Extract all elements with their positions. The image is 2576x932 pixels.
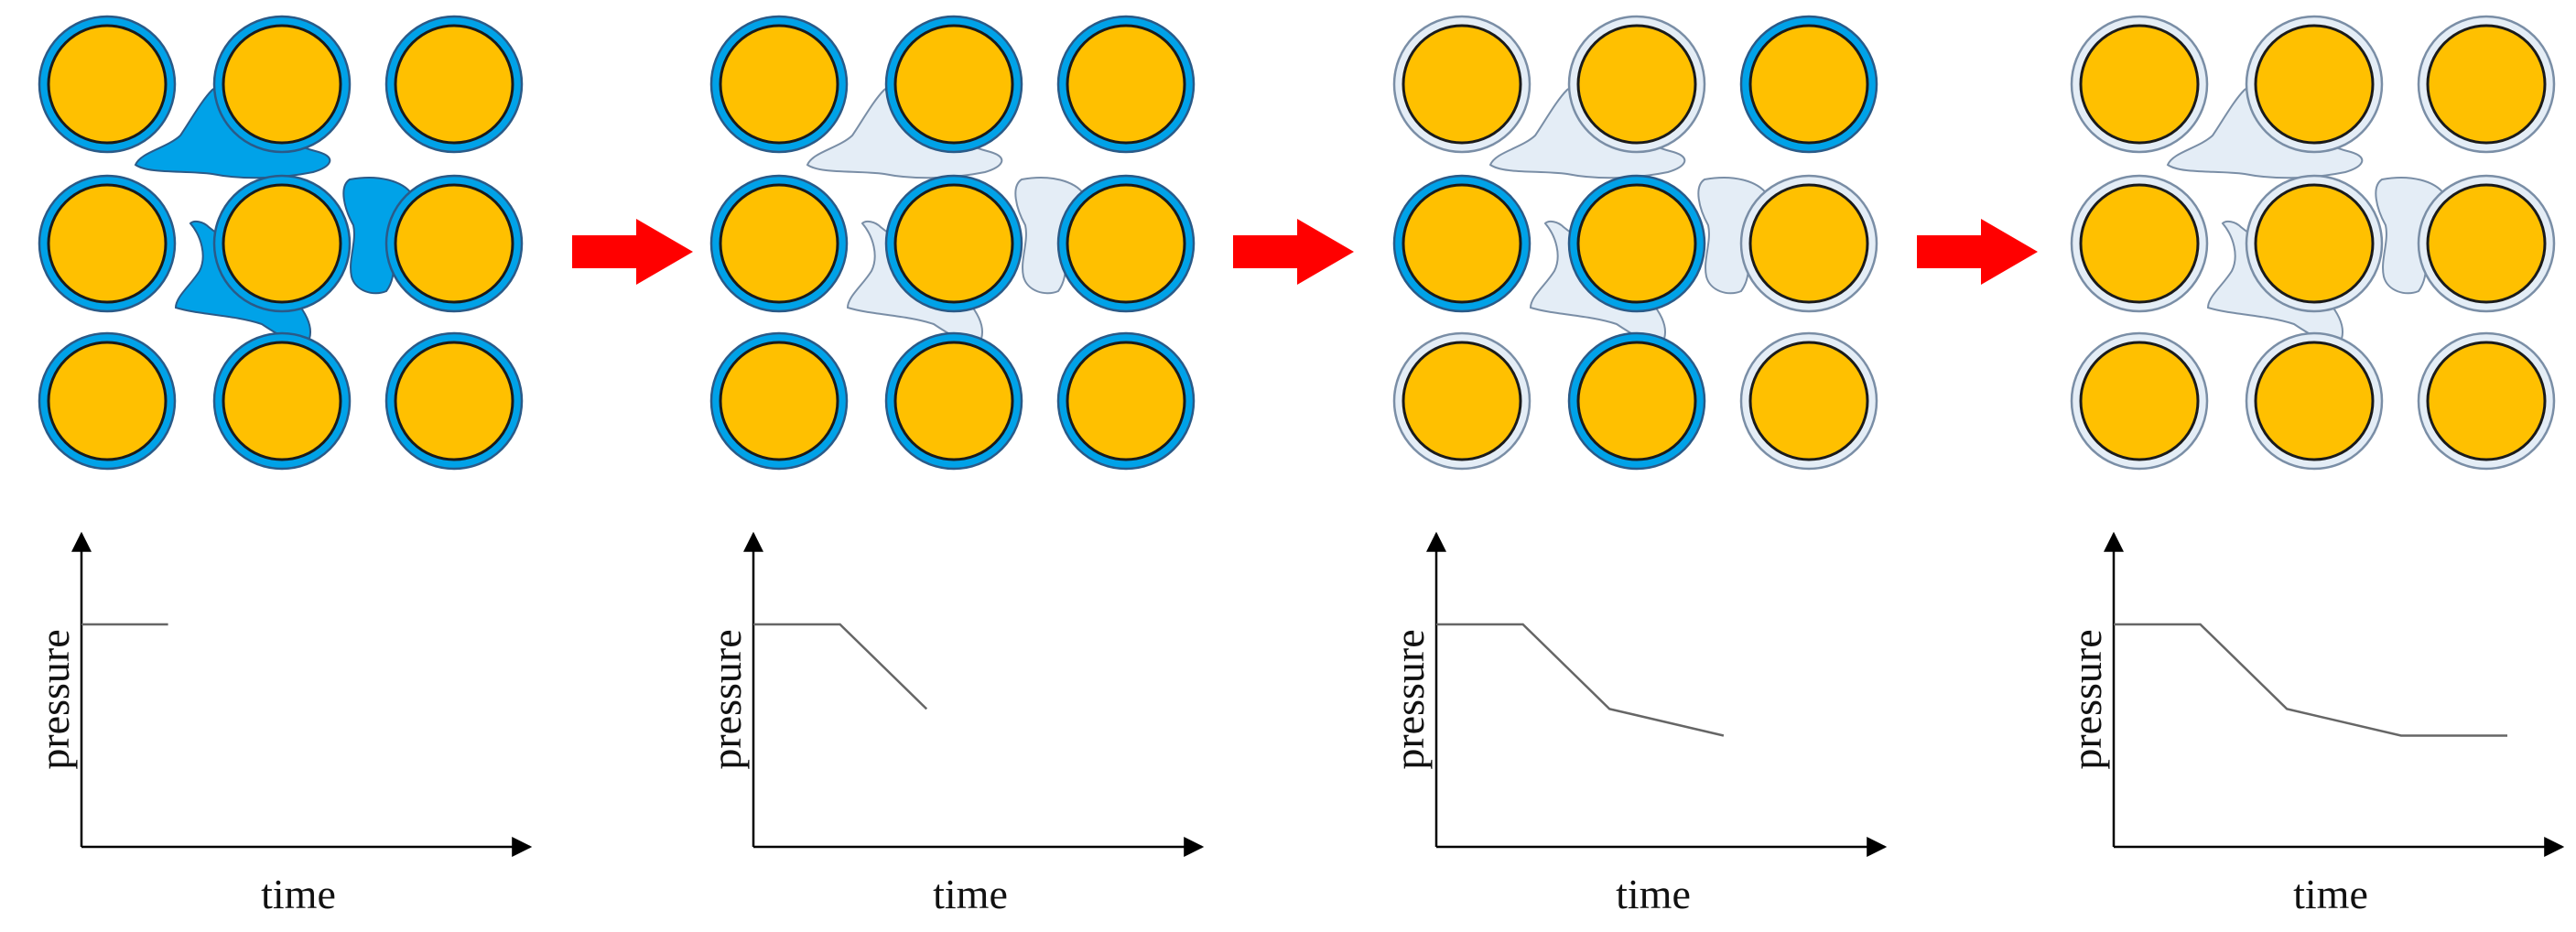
grain-particle <box>394 341 514 461</box>
stage-panel: pressure time <box>31 15 533 917</box>
grain-particle <box>719 24 839 145</box>
stage-panel: pressure time <box>703 15 1205 917</box>
grain-particle <box>1402 341 1522 461</box>
x-axis-label: time <box>933 871 1008 917</box>
grain-particle <box>1748 24 1869 145</box>
pressure-curve <box>753 623 928 710</box>
grain-particle <box>1576 24 1697 145</box>
stage-panel: pressure time <box>1386 15 1888 917</box>
grain-particle <box>1402 24 1522 145</box>
grain-particle <box>2254 341 2375 461</box>
stage-transition-arrow <box>1233 219 1354 285</box>
y-axis-label: pressure <box>2063 629 2110 769</box>
stage-panel: pressure time <box>2063 15 2565 917</box>
grain-particle <box>1748 183 1869 304</box>
grain-particle <box>2426 183 2547 304</box>
y-axis-label: pressure <box>1386 629 1433 769</box>
stage-transition-arrow <box>572 219 693 285</box>
grain-particle <box>47 341 168 461</box>
grain-particle <box>2254 183 2375 304</box>
grain-particle <box>2254 24 2375 145</box>
grain-particle <box>2079 341 2200 461</box>
x-axis-label: time <box>1616 871 1691 917</box>
grain-particle <box>1066 24 1186 145</box>
grain-particle <box>719 183 839 304</box>
grain-particle <box>1402 183 1522 304</box>
grain-particle <box>2079 24 2200 145</box>
grain-particle <box>2426 24 2547 145</box>
pressure-curve <box>2114 623 2507 737</box>
y-axis-label: pressure <box>703 629 750 769</box>
grain-particle <box>47 24 168 145</box>
grain-particle <box>719 341 839 461</box>
pressure-curve <box>1436 623 1725 737</box>
grain-particle <box>1576 341 1697 461</box>
grain-particle <box>2079 183 2200 304</box>
grain-particle <box>2426 341 2547 461</box>
x-axis-label: time <box>261 871 336 917</box>
grain-particle <box>47 183 168 304</box>
grain-particle <box>394 24 514 145</box>
grain-particle <box>1066 341 1186 461</box>
grain-particle <box>1576 183 1697 304</box>
grain-particle <box>394 183 514 304</box>
stage-transition-arrow <box>1917 219 2038 285</box>
grain-particle <box>893 341 1014 461</box>
grain-particle <box>222 24 342 145</box>
grain-particle <box>222 183 342 304</box>
grain-particle <box>1066 183 1186 304</box>
grain-particle <box>222 341 342 461</box>
y-axis-label: pressure <box>31 629 78 769</box>
grain-particle <box>893 24 1014 145</box>
x-axis-label: time <box>2293 871 2368 917</box>
grain-particle <box>1748 341 1869 461</box>
grain-particle <box>893 183 1014 304</box>
